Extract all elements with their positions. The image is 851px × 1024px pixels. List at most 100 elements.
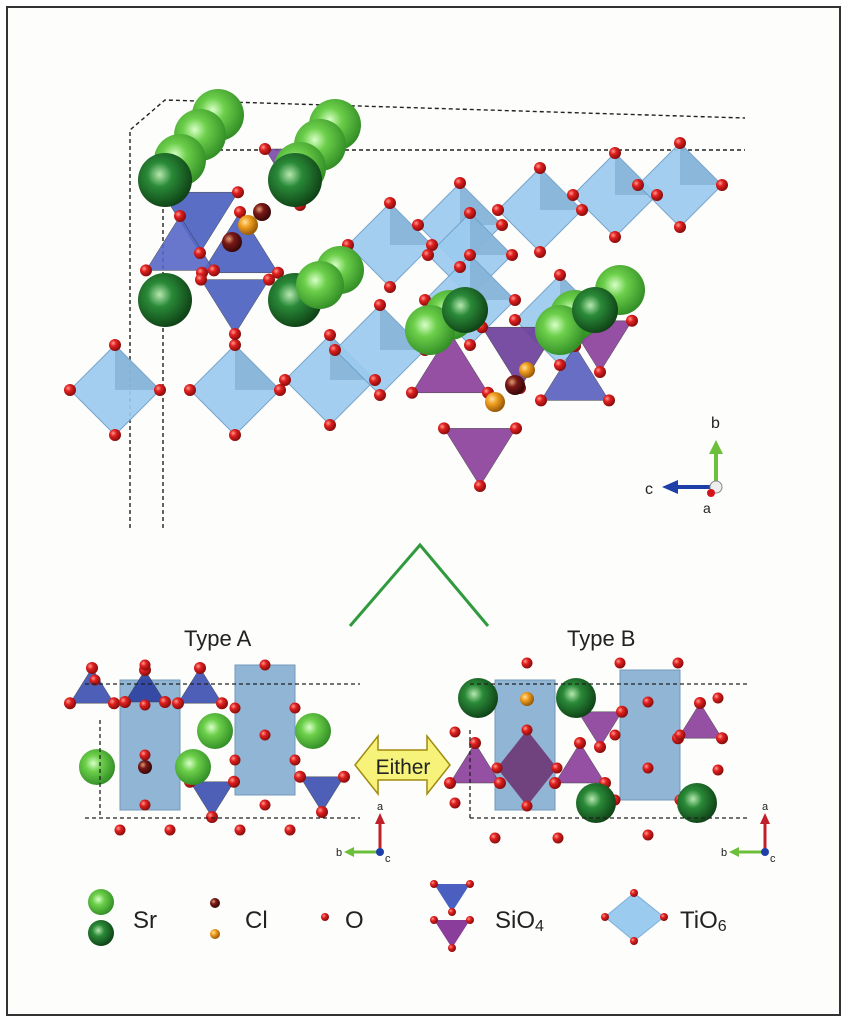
cl-atom	[519, 362, 535, 378]
sio4-tetrahedron	[540, 345, 610, 401]
oxygen-atom	[109, 339, 121, 351]
sr-atom	[677, 783, 717, 823]
oxygen-atom	[672, 657, 684, 669]
b-axis-arrowhead	[729, 847, 739, 857]
oxygen-atom	[712, 692, 724, 704]
sr-atom	[79, 749, 115, 785]
oxygen-atom	[412, 219, 424, 231]
oxygen-atom	[642, 762, 654, 774]
oxygen-atom	[406, 386, 418, 399]
a-axis-arrowhead	[375, 813, 385, 824]
oxygen-atom	[454, 177, 466, 189]
oxygen-atom	[594, 366, 606, 378]
type-a-axis-indicator: a b c	[336, 801, 391, 865]
oxygen-atom	[521, 657, 533, 669]
oxygen-atom	[430, 880, 438, 888]
double-arrow-shape	[354, 733, 451, 797]
b-axis-label: b	[721, 847, 727, 859]
a-axis-arrowhead	[760, 813, 770, 824]
oxygen-atom	[614, 657, 626, 669]
oxygen-atom	[139, 799, 151, 811]
oxygen-atom	[234, 824, 246, 836]
oxygen-atom	[164, 824, 176, 836]
oxygen-atom	[374, 389, 386, 401]
oxygen-atom	[509, 314, 521, 326]
oxygen-atom	[464, 207, 476, 219]
oxygen-atom	[674, 137, 686, 149]
oxygen-atom	[263, 273, 275, 286]
oxygen-atom	[324, 419, 336, 431]
oxygen-atom	[552, 832, 564, 844]
sr-atom	[268, 153, 322, 207]
oxygen-atom	[674, 729, 686, 741]
type-a-title: Type A	[184, 626, 252, 651]
oxygen-atom	[329, 344, 341, 356]
oxygen-atom	[448, 944, 456, 952]
cl-dark-icon	[210, 898, 220, 908]
oxygen-atom	[438, 422, 450, 435]
sio4-tetrahedron	[554, 742, 606, 784]
either-label: Either	[376, 756, 431, 779]
sio4-tetrahedron	[177, 667, 223, 704]
oxygen-atom	[259, 729, 271, 741]
b-axis-arrowhead	[709, 440, 723, 454]
a-axis-label: a	[703, 500, 711, 516]
oxygen-atom	[206, 811, 218, 823]
legend-cl: Cl	[245, 907, 268, 934]
oxygen-atom	[567, 189, 579, 201]
oxygen-atom	[576, 204, 588, 216]
oxygen-atom	[259, 799, 271, 811]
octahedron-face	[115, 345, 160, 390]
oxygen-atom	[506, 249, 518, 261]
oxygen-atom	[64, 697, 76, 710]
b-axis-label: b	[711, 415, 720, 432]
sr-dark-icon	[88, 920, 114, 946]
oxygen-atom	[284, 824, 296, 836]
oxygen-atom	[86, 662, 98, 674]
c-axis-dot	[376, 848, 384, 856]
oxygen-atom	[535, 394, 547, 407]
legend-sr: Sr	[133, 907, 157, 934]
sio4-tetrahedron	[497, 730, 557, 806]
legend-tio6-base: TiO	[680, 907, 718, 934]
oxygen-atom	[492, 204, 504, 216]
legend-sio4-base: SiO	[495, 907, 535, 934]
oxygen-atom	[64, 384, 76, 396]
oxygen-atom	[660, 913, 668, 921]
oxygen-atom	[139, 749, 151, 761]
legend-o: O	[345, 907, 364, 934]
cl-atom	[505, 375, 525, 395]
oxygen-atom	[509, 294, 521, 306]
oxygen-atom	[229, 339, 241, 351]
cl-atom	[253, 203, 271, 221]
a-axis-label: a	[762, 801, 769, 813]
oxygen-atom	[574, 737, 586, 749]
sr-atom	[138, 273, 192, 327]
oxygen-atom	[642, 829, 654, 841]
oxygen-atom	[426, 239, 438, 251]
oxygen-atom	[448, 908, 456, 916]
oxygen-atom	[632, 179, 644, 191]
a-axis-label: a	[377, 801, 384, 813]
oxygen-atom	[229, 754, 241, 766]
sr-atom	[535, 305, 585, 355]
oxygen-atom	[534, 246, 546, 258]
oxygen-atom	[521, 800, 533, 812]
sio4-tetrahedron	[411, 331, 489, 394]
tio6-diamond	[604, 892, 665, 942]
oxygen-atom	[338, 770, 350, 783]
oxygen-atom	[109, 429, 121, 441]
oxygen-atom	[674, 221, 686, 233]
oxygen-atom	[139, 659, 151, 671]
oxygen-atom	[216, 697, 228, 710]
oxygen-atom	[159, 696, 171, 708]
cl-atom	[138, 760, 152, 774]
oxygen-atom	[469, 737, 481, 749]
oxygen-atom	[449, 797, 461, 809]
c-axis-label: c	[770, 853, 776, 865]
type-b-axis-indicator: a b c	[721, 801, 776, 865]
oxygen-atom	[384, 197, 396, 209]
oxygen-atom	[716, 179, 728, 191]
oxygen-atom	[454, 261, 466, 273]
oxygen-atom	[289, 754, 301, 766]
